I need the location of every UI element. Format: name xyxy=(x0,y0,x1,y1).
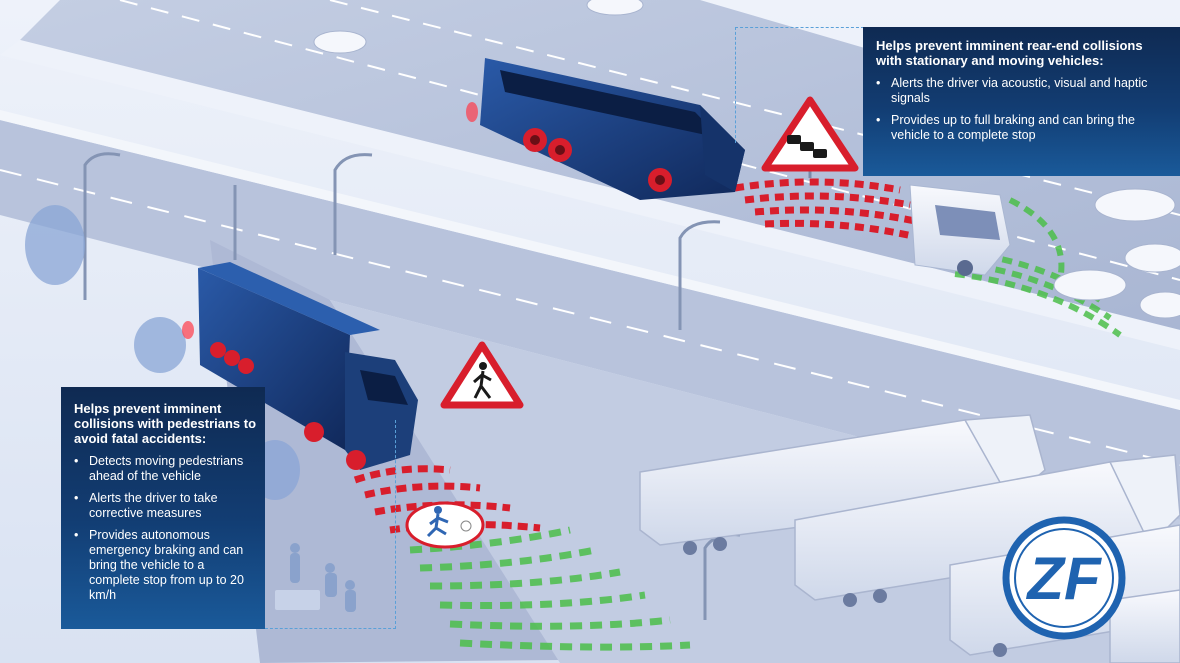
top-bullet-2: Provides up to full braking and can brin… xyxy=(891,113,1135,142)
list-item: • Provides autonomous emergency braking a… xyxy=(74,528,257,603)
pedestrian-collision-info-panel: Helps prevent imminent collisions with p… xyxy=(61,387,265,629)
lane-line xyxy=(0,169,1180,466)
white-truck-upper xyxy=(909,184,1011,276)
rear-end-collision-info-panel: Helps prevent imminent rear-end collisio… xyxy=(863,27,1180,176)
cars-upper-right xyxy=(313,0,1180,319)
zf-logo-text: ZF xyxy=(1025,545,1102,612)
top-bullet-1: Alerts the driver via acoustic, visual a… xyxy=(891,76,1148,105)
bullet-glyph: • xyxy=(74,528,79,542)
blue-semi-truck xyxy=(182,262,418,470)
zf-logo: ZF xyxy=(1002,516,1126,640)
bottom-panel-leader xyxy=(265,420,396,629)
coach-bus xyxy=(466,58,745,200)
bullet-glyph: • xyxy=(74,491,79,505)
top-panel-list: • Alerts the driver via acoustic, visual … xyxy=(876,76,1168,143)
people-bystanders xyxy=(275,543,356,612)
bullet-glyph: • xyxy=(876,113,881,127)
pedestrian-warning-icon xyxy=(440,341,524,409)
middle-road xyxy=(0,120,1180,520)
bullet-glyph: • xyxy=(74,454,79,468)
bottom-panel-heading: Helps prevent imminent collisions with p… xyxy=(74,401,257,446)
truck-sensor-zone xyxy=(409,526,691,651)
median-barrier xyxy=(0,110,1180,410)
bullet-glyph: • xyxy=(876,76,881,90)
bus-warning-zone xyxy=(734,178,931,244)
list-item: • Alerts the driver to take corrective me… xyxy=(74,491,257,521)
bottom-panel-list: • Detects moving pedestrians ahead of the… xyxy=(74,454,257,603)
list-item: • Provides up to full braking and can bri… xyxy=(876,113,1168,143)
list-item: • Detects moving pedestrians ahead of the… xyxy=(74,454,257,484)
bottom-bullet-3: Provides autonomous emergency braking an… xyxy=(89,528,244,602)
upper-highway-shoulder xyxy=(0,40,1180,350)
pedestrian-detection-spot xyxy=(405,501,485,549)
top-panel-leader xyxy=(735,27,864,143)
traffic-jam-warning-icon xyxy=(761,96,859,178)
bottom-bullet-1: Detects moving pedestrians ahead of the … xyxy=(89,454,244,483)
bottom-bullet-2: Alerts the driver to take corrective mea… xyxy=(89,491,218,520)
top-panel-heading: Helps prevent imminent rear-end collisio… xyxy=(876,38,1143,68)
list-item: • Alerts the driver via acoustic, visual … xyxy=(876,76,1168,106)
